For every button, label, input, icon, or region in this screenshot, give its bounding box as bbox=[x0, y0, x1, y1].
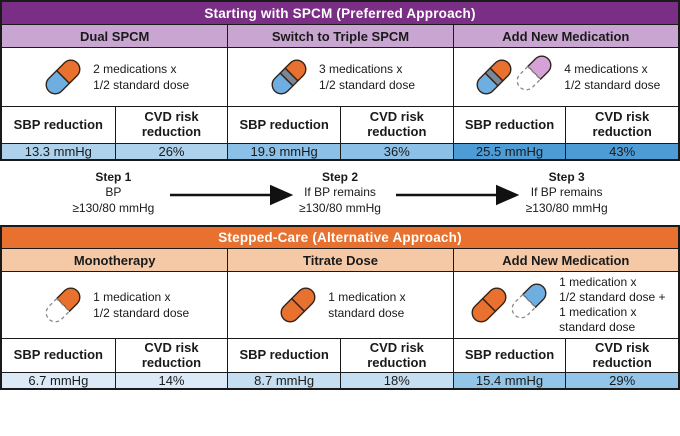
step-2-line1: If BP remains bbox=[304, 185, 376, 200]
steps-row: Step 1 BP ≥130/80 mmHg Step 2 If BP rema… bbox=[0, 161, 680, 225]
step-2-title: Step 2 bbox=[321, 169, 358, 184]
triple-sbp-value: 19.9 mmHg bbox=[227, 143, 340, 159]
cvd-risk-reduction-label: CVD risk reduction bbox=[339, 106, 453, 143]
dual-cvd-value: 26% bbox=[114, 143, 228, 159]
header-add-new-medication-top: Add New Medication bbox=[452, 24, 678, 47]
step-arrow-icons bbox=[170, 184, 520, 206]
step-1: Step 1 BP ≥130/80 mmHg bbox=[0, 161, 227, 225]
sbp-reduction-label: SBP reduction bbox=[452, 338, 566, 373]
header-monotherapy: Monotherapy bbox=[2, 248, 228, 271]
stepped-care-table: Stepped-Care (Alternative Approach) Mono… bbox=[0, 225, 680, 390]
cvd-risk-reduction-label: CVD risk reduction bbox=[565, 338, 678, 373]
triple-spcm-cell: 3 medications x 1/2 standard dose bbox=[227, 47, 453, 106]
monotherapy-dose: 1 medication x 1/2 standard dose bbox=[93, 289, 190, 320]
pill-three-segment-icon bbox=[266, 54, 312, 100]
monotherapy-cell: 1 medication x 1/2 standard dose bbox=[2, 271, 228, 338]
titrate-dose-cell: 1 medication x standard dose bbox=[227, 271, 453, 338]
preferred-values: 13.3 mmHg 26% 19.9 mmHg 36% 25.5 mmHg 43… bbox=[2, 143, 678, 159]
header-add-new-medication-bottom: Add New Medication bbox=[452, 248, 678, 271]
preferred-pill-row: 2 medications x 1/2 standard dose 3 medi… bbox=[2, 47, 678, 106]
step-1-line1: BP bbox=[105, 185, 122, 200]
pill-orange-half-dashed-icon bbox=[40, 282, 86, 328]
sbp-reduction-label: SBP reduction bbox=[2, 338, 115, 373]
titrate-sbp-value: 8.7 mmHg bbox=[227, 372, 340, 388]
pill-three-segment-icon bbox=[476, 59, 512, 95]
dual-spcm-dose: 2 medications x 1/2 standard dose bbox=[93, 61, 190, 92]
pill-two-segment-icon bbox=[40, 54, 86, 100]
step-3-title: Step 3 bbox=[548, 169, 585, 184]
stepped-measure-headers: SBP reduction CVD risk reduction SBP red… bbox=[2, 338, 678, 373]
sbp-reduction-label: SBP reduction bbox=[227, 338, 340, 373]
dual-spcm-cell: 2 medications x 1/2 standard dose bbox=[2, 47, 228, 106]
add-medication-bottom-dose: 1 medication x 1/2 standard dose + 1 med… bbox=[559, 275, 666, 334]
header-dual-spcm: Dual SPCM bbox=[2, 24, 228, 47]
sbp-reduction-label: SBP reduction bbox=[2, 106, 115, 143]
pill-full-orange-icon bbox=[275, 282, 321, 328]
sbp-reduction-label: SBP reduction bbox=[227, 106, 340, 143]
add-medication-top-cell: 4 medications x 1/2 standard dose bbox=[452, 47, 678, 106]
preferred-approach-title: Starting with SPCM (Preferred Approach) bbox=[2, 2, 678, 24]
stepped-pill-row: 1 medication x 1/2 standard dose 1 medic… bbox=[2, 271, 678, 338]
cvd-risk-reduction-label: CVD risk reduction bbox=[339, 338, 453, 373]
step-3: Step 3 If BP remains ≥130/80 mmHg bbox=[453, 161, 680, 225]
preferred-column-headers: Dual SPCM Switch to Triple SPCM Add New … bbox=[2, 24, 678, 47]
cvd-risk-reduction-label: CVD risk reduction bbox=[114, 338, 228, 373]
step-2: Step 2 If BP remains ≥130/80 mmHg bbox=[227, 161, 454, 225]
cvd-risk-reduction-label: CVD risk reduction bbox=[114, 106, 228, 143]
step-2-line2: ≥130/80 mmHg bbox=[299, 200, 381, 215]
pill-full-orange-icon bbox=[471, 287, 507, 323]
preferred-measure-headers: SBP reduction CVD risk reduction SBP red… bbox=[2, 106, 678, 143]
addmed-top-sbp-value: 25.5 mmHg bbox=[452, 143, 566, 159]
step-3-line2: ≥130/80 mmHg bbox=[525, 200, 608, 215]
monotherapy-cvd-value: 14% bbox=[114, 372, 228, 388]
triple-spcm-dose: 3 medications x 1/2 standard dose bbox=[318, 61, 416, 92]
add-medication-top-dose: 4 medications x 1/2 standard dose bbox=[564, 61, 661, 92]
step-1-line2: ≥130/80 mmHg bbox=[72, 200, 155, 215]
preferred-approach-table: Starting with SPCM (Preferred Approach) … bbox=[0, 0, 680, 161]
step-1-title: Step 1 bbox=[95, 169, 132, 184]
dual-sbp-value: 13.3 mmHg bbox=[2, 143, 115, 159]
step-3-line1: If BP remains bbox=[530, 185, 603, 200]
add-medication-bottom-cell: 1 medication x 1/2 standard dose + 1 med… bbox=[452, 271, 678, 338]
header-titrate-dose: Titrate Dose bbox=[227, 248, 453, 271]
monotherapy-sbp-value: 6.7 mmHg bbox=[2, 372, 115, 388]
titrate-cvd-value: 18% bbox=[339, 372, 453, 388]
header-switch-triple-spcm: Switch to Triple SPCM bbox=[227, 24, 453, 47]
sbp-reduction-label: SBP reduction bbox=[452, 106, 566, 143]
triple-cvd-value: 36% bbox=[339, 143, 453, 159]
cvd-risk-reduction-label: CVD risk reduction bbox=[565, 106, 678, 143]
pill-blue-half-dashed-icon bbox=[511, 283, 547, 319]
addmed-bottom-sbp-value: 15.4 mmHg bbox=[452, 372, 566, 388]
stepped-values: 6.7 mmHg 14% 8.7 mmHg 18% 15.4 mmHg 29% bbox=[2, 372, 678, 388]
addmed-top-cvd-value: 43% bbox=[565, 143, 678, 159]
stepped-care-title: Stepped-Care (Alternative Approach) bbox=[2, 227, 678, 248]
addmed-bottom-cvd-value: 29% bbox=[565, 372, 678, 388]
titrate-dose-text: 1 medication x standard dose bbox=[328, 289, 406, 320]
stepped-column-headers: Monotherapy Titrate Dose Add New Medicat… bbox=[2, 248, 678, 271]
pill-pink-half-dashed-icon bbox=[516, 55, 552, 91]
